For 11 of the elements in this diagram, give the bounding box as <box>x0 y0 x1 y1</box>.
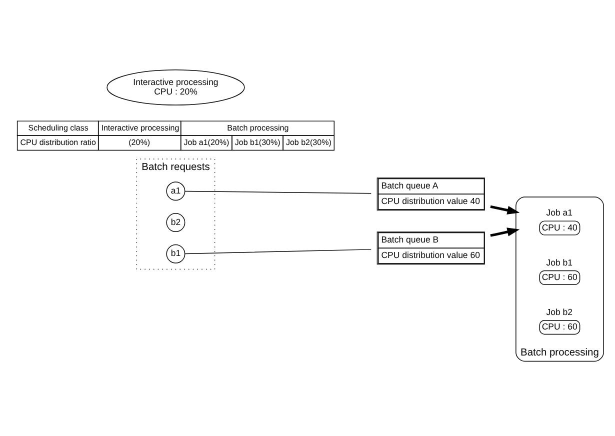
label: Job a1(20%) <box>184 138 230 146</box>
node-label: Job a1 <box>546 207 573 218</box>
label: Scheduling class <box>28 122 88 132</box>
label: (20%) <box>128 138 150 146</box>
node-label: Job b1 <box>546 256 573 267</box>
label: Batch processing <box>227 122 289 132</box>
node-label: Job b2 <box>546 306 573 316</box>
label: Job b2(30%) <box>286 138 332 146</box>
label: Job b1(30%) <box>234 138 280 146</box>
label: Interactive processing <box>101 122 180 132</box>
label: CPU distribution ratio <box>20 138 96 146</box>
